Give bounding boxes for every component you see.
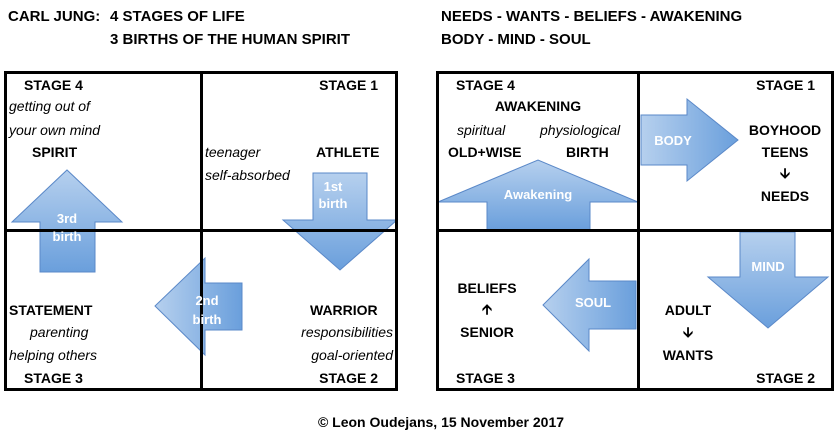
header-three-births: 3 BIRTHS OF THE HUMAN SPIRIT <box>110 31 351 48</box>
left-stage4-line1: getting out of <box>9 98 90 114</box>
right-stage1-title: STAGE 1 <box>756 77 815 93</box>
arrow-awakening <box>437 159 639 231</box>
right-stage1-down-arrow-icon: 🡫 <box>779 165 791 181</box>
right-stage1-line3: NEEDS <box>760 188 810 204</box>
left-stage2-title: STAGE 2 <box>319 370 378 386</box>
right-horizontal-divider <box>436 229 834 232</box>
header-needs-wants: NEEDS - WANTS - BELIEFS - AWAKENING <box>441 8 743 25</box>
header-body-mind-soul: BODY - MIND - SOUL <box>441 31 591 48</box>
right-stage4-heading: AWAKENING <box>494 98 582 114</box>
right-stage3-line1: BELIEFS <box>457 280 517 296</box>
left-stage1-italic2: self-absorbed <box>205 167 290 183</box>
right-stage2-line1: ADULT <box>664 302 712 318</box>
arrow-soul <box>542 257 637 353</box>
right-stage4-label1: OLD+WISE <box>448 144 522 160</box>
right-stage2-line2: WANTS <box>662 347 714 363</box>
arrow-mind <box>706 231 830 329</box>
right-stage3-title: STAGE 3 <box>456 370 515 386</box>
footer-copyright: © Leon Oudejans, 15 November 2017 <box>317 414 565 430</box>
arrow-third-birth <box>10 169 124 273</box>
right-stage4-title: STAGE 4 <box>456 77 515 93</box>
right-stage1-line1: BOYHOOD <box>748 122 822 138</box>
arrow-second-birth-line1: 2nd <box>195 293 219 308</box>
arrow-body <box>640 97 739 183</box>
right-stage3-line2: SENIOR <box>460 324 514 340</box>
arrow-first-birth <box>281 172 399 271</box>
right-stage2-down-arrow-icon: 🡫 <box>682 324 694 340</box>
arrow-awakening-label: Awakening <box>503 187 573 202</box>
left-stage4-label: SPIRIT <box>32 144 78 160</box>
right-stage2-title: STAGE 2 <box>756 370 815 386</box>
arrow-third-birth-line2: birth <box>52 229 82 244</box>
left-stage1-title: STAGE 1 <box>319 77 378 93</box>
arrow-first-birth-line1: 1st <box>323 179 343 194</box>
left-stage4-title: STAGE 4 <box>24 77 83 93</box>
left-stage1-label: ATHLETE <box>316 144 380 160</box>
arrow-body-label: BODY <box>654 133 692 148</box>
arrow-third-birth-line1: 3rd <box>56 211 78 226</box>
left-stage2-italic1: responsibilities <box>301 324 393 340</box>
right-stage4-label2: BIRTH <box>566 144 609 160</box>
left-stage3-italic2: helping others <box>9 347 97 363</box>
header-four-stages: 4 STAGES OF LIFE <box>110 8 245 25</box>
arrow-soul-label: SOUL <box>574 295 612 310</box>
left-stage2-label: WARRIOR <box>310 302 378 318</box>
header-jung-name: CARL JUNG: <box>8 8 101 25</box>
left-stage2-italic2: goal-oriented <box>311 347 393 363</box>
right-stage3-up-arrow-icon: 🡩 <box>481 301 493 317</box>
arrow-first-birth-line2: birth <box>318 196 348 211</box>
left-horizontal-divider <box>4 229 398 232</box>
arrow-second-birth-line2: birth <box>192 312 222 327</box>
arrow-second-birth <box>154 256 243 357</box>
left-stage3-title: STAGE 3 <box>24 370 83 386</box>
left-stage3-italic1: parenting <box>30 324 89 340</box>
left-stage4-line2: your own mind <box>9 122 101 138</box>
right-stage4-italic2: physiological <box>540 122 621 138</box>
arrow-mind-label: MIND <box>751 259 785 274</box>
right-stage1-line2: TEENS <box>761 144 809 160</box>
left-stage1-italic1: teenager <box>205 144 261 160</box>
left-stage3-label: STATEMENT <box>9 302 93 318</box>
right-stage4-italic1: spiritual <box>457 122 506 138</box>
